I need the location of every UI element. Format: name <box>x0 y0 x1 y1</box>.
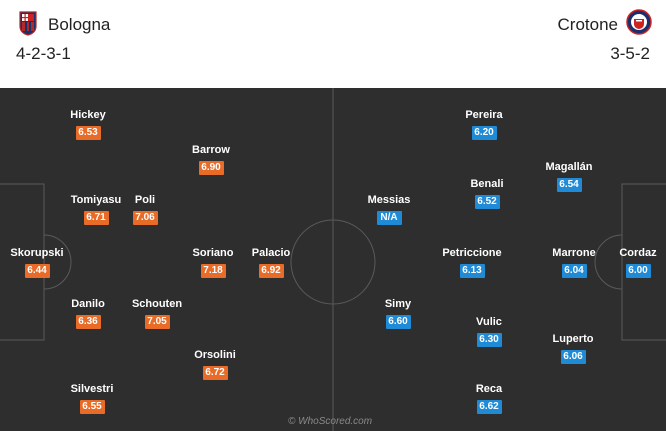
away-player[interactable]: Magallán 6.54 <box>529 161 609 192</box>
home-player[interactable]: Silvestri 6.55 <box>52 383 132 414</box>
away-player[interactable]: Benali 6.52 <box>447 178 527 209</box>
player-rating: 6.00 <box>625 264 651 278</box>
home-player[interactable]: Poli 7.06 <box>105 194 185 225</box>
player-rating: N/A <box>376 211 402 225</box>
player-name: Skorupski <box>10 247 64 259</box>
player-rating: 6.53 <box>75 126 101 140</box>
home-player[interactable]: Danilo 6.36 <box>48 298 128 329</box>
away-player[interactable]: Simy 6.60 <box>358 298 438 329</box>
player-name: Magallán <box>545 161 593 173</box>
player-rating: 7.06 <box>132 211 158 225</box>
player-rating: 7.18 <box>200 264 226 278</box>
home-team-name: Bologna <box>48 15 111 34</box>
player-rating: 6.55 <box>79 400 105 414</box>
player-rating: 6.60 <box>385 315 411 329</box>
player-name: Barrow <box>192 144 230 156</box>
home-formation: 4-2-3-1 <box>16 44 71 63</box>
home-player[interactable]: Hickey 6.53 <box>48 109 128 140</box>
player-name: Orsolini <box>194 349 236 361</box>
player-rating: 6.90 <box>198 161 224 175</box>
player-rating: 6.13 <box>459 264 485 278</box>
away-player[interactable]: Luperto 6.06 <box>533 333 613 364</box>
player-name: Vulic <box>476 316 502 328</box>
pitch: Hickey 6.53 Barrow 6.90 Tomiyasu 6.71 Po… <box>0 88 666 431</box>
player-name: Schouten <box>131 298 183 310</box>
away-team-name: Crotone <box>557 15 618 34</box>
player-name: Cordaz <box>619 247 657 259</box>
bologna-crest-icon <box>19 11 37 36</box>
player-name: Danilo <box>71 298 105 310</box>
player-rating: 6.36 <box>75 315 101 329</box>
player-rating: 7.05 <box>144 315 170 329</box>
player-rating: 6.72 <box>202 366 228 380</box>
player-rating: 6.71 <box>83 211 109 225</box>
player-name: Benali <box>470 178 504 190</box>
player-name: Reca <box>475 383 503 395</box>
away-player[interactable]: Pereira 6.20 <box>444 109 524 140</box>
crotone-crest-icon <box>626 9 652 35</box>
away-player[interactable]: Cordaz 6.00 <box>598 247 666 278</box>
home-player[interactable]: Tomiyasu 6.71 <box>56 194 136 225</box>
player-name: Hickey <box>70 109 106 121</box>
home-player[interactable]: Orsolini 6.72 <box>175 349 255 380</box>
match-header: Bologna 4-2-3-1 Crotone 3-5-2 <box>0 0 666 86</box>
player-rating: 6.92 <box>258 264 284 278</box>
home-player[interactable]: Barrow 6.90 <box>171 144 251 175</box>
player-name: Soriano <box>192 247 234 259</box>
player-name: Silvestri <box>70 383 114 395</box>
away-player[interactable]: Marrone 6.04 <box>534 247 614 278</box>
away-formation: 3-5-2 <box>610 44 650 63</box>
player-name: Simy <box>384 298 412 310</box>
player-rating: 6.30 <box>476 333 502 347</box>
away-player[interactable]: Messias N/A <box>349 194 429 225</box>
player-rating: 6.04 <box>561 264 587 278</box>
player-rating: 6.20 <box>471 126 497 140</box>
player-name: Messias <box>367 194 411 206</box>
away-player[interactable]: Reca 6.62 <box>449 383 529 414</box>
player-name: Palacio <box>251 247 291 259</box>
player-name: Poli <box>134 194 156 206</box>
home-player[interactable]: Soriano 7.18 <box>173 247 253 278</box>
home-player[interactable]: Palacio 6.92 <box>231 247 311 278</box>
home-player[interactable]: Schouten 7.05 <box>117 298 197 329</box>
player-rating: 6.06 <box>560 350 586 364</box>
player-rating: 6.62 <box>476 400 502 414</box>
player-name: Tomiyasu <box>70 194 122 206</box>
player-name: Marrone <box>552 247 596 259</box>
player-rating: 6.44 <box>24 264 50 278</box>
player-name: Pereira <box>465 109 503 121</box>
away-player[interactable]: Vulic 6.30 <box>449 316 529 347</box>
player-name: Luperto <box>552 333 594 345</box>
player-rating: 6.52 <box>474 195 500 209</box>
player-rating: 6.54 <box>556 178 582 192</box>
home-player[interactable]: Skorupski 6.44 <box>0 247 77 278</box>
pitch-markings <box>0 88 666 431</box>
away-player[interactable]: Petriccione 6.13 <box>432 247 512 278</box>
player-name: Petriccione <box>442 247 502 259</box>
watermark: © WhoScored.com <box>288 416 373 427</box>
